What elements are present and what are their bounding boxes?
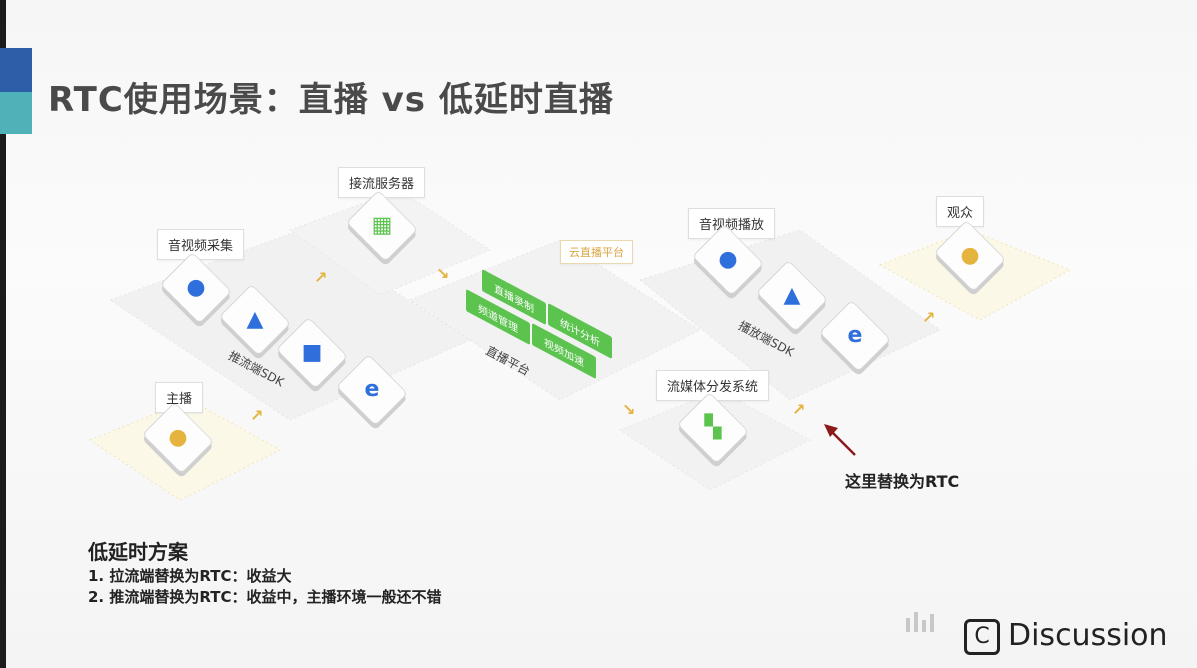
tile-android-play: ▲ — [755, 259, 829, 334]
tile-audience: ● — [933, 219, 1007, 294]
apple-icon: ● — [718, 246, 738, 272]
android-icon: ▲ — [246, 306, 264, 332]
flow-arrow: ↗ — [792, 400, 806, 419]
tile-ios-capture: ● — [159, 251, 233, 326]
annotation-arrow-head — [824, 424, 838, 437]
label-audience: 观众 — [936, 196, 985, 227]
person-icon: ● — [168, 424, 188, 450]
tile-anchor: ● — [141, 401, 215, 476]
flow-arrow: ↘ — [622, 400, 636, 419]
tile-ie-capture: e — [335, 353, 409, 428]
label-cdn: 流媒体分发系统 — [656, 370, 770, 401]
flow-arrow: ↘ — [436, 264, 450, 283]
tile-windows-capture: ■ — [275, 316, 349, 391]
scheme-item: 1. 拉流端替换为RTC：收益大 — [88, 567, 292, 585]
flow-arrow: ↗ — [922, 308, 936, 327]
annotation-replace-rtc: 这里替换为RTC — [845, 472, 960, 491]
android-icon: ▲ — [783, 282, 801, 308]
discussion-icon: C — [964, 618, 1000, 655]
discussion-label: Discussion — [1008, 618, 1168, 653]
ie-icon: e — [364, 376, 380, 402]
distribution-icon: ▚ — [704, 414, 722, 440]
label-cloud-live-platform: 云直播平台 — [560, 240, 633, 264]
flow-arrow: ↗ — [250, 406, 264, 425]
watermark-icon — [906, 612, 934, 632]
tile-ios-play: ● — [691, 223, 765, 298]
ie-icon: e — [847, 322, 863, 348]
tile-cdn: ▚ — [676, 391, 750, 466]
left-edge-bar — [0, 0, 6, 668]
tile-ie-play: e — [818, 299, 892, 374]
scheme-item: 2. 推流端替换为RTC：收益中，主播环境一般还不错 — [88, 588, 442, 606]
apple-icon: ● — [186, 274, 206, 300]
tile-android-capture: ▲ — [218, 283, 292, 358]
flow-arrow: ↗ — [314, 268, 328, 287]
server-icon: ▦ — [371, 212, 393, 238]
scheme-title: 低延时方案 — [88, 540, 188, 564]
slide-title: RTC使用场景：直播 vs 低延时直播 — [48, 80, 614, 120]
person-icon: ● — [960, 242, 980, 268]
tile-ingest-server: ▦ — [345, 189, 419, 264]
label-capture: 音视频采集 — [157, 229, 245, 260]
windows-icon: ■ — [301, 339, 323, 365]
accent-bar — [0, 48, 32, 134]
